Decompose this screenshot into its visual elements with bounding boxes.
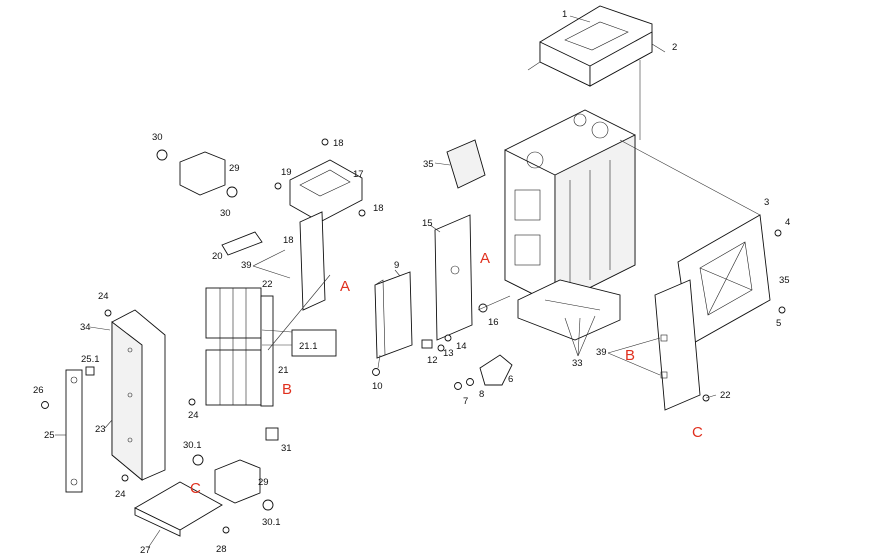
reference-letters: A A B B C C	[190, 250, 703, 497]
part-label-19: 19	[281, 167, 292, 178]
mounting-rail-part	[299, 211, 326, 311]
part-label-18a: 18	[333, 138, 344, 149]
part-label-18c: 18	[283, 235, 294, 246]
main-frame-assembly	[504, 109, 636, 341]
part-label-22b: 22	[720, 390, 731, 401]
part-label-25: 25	[44, 430, 55, 441]
housing-part	[104, 309, 196, 482]
part-label-34: 34	[80, 322, 91, 333]
part-label-23: 23	[95, 424, 106, 435]
part-label-31: 31	[281, 443, 292, 454]
part-label-6: 6	[508, 374, 513, 385]
part-label-10: 10	[372, 381, 383, 392]
leader-lines	[55, 249, 717, 549]
part-label-9: 9	[394, 260, 399, 271]
fastener-group	[372, 295, 511, 390]
ref-letter-a-center: A	[480, 250, 490, 267]
ref-letter-a-left: A	[340, 278, 350, 295]
small-bracket-part	[221, 231, 263, 256]
part-label-21: 21	[278, 365, 289, 376]
part-label-8: 8	[479, 389, 484, 400]
part-label-3: 3	[764, 197, 769, 208]
part-label-16: 16	[488, 317, 499, 328]
part-label-7: 7	[463, 396, 468, 407]
part-label-30a: 30	[152, 132, 163, 143]
back-plate-part	[619, 139, 771, 346]
side-bracket-part	[374, 269, 413, 369]
cover-tray-part	[134, 481, 230, 537]
part-label-27: 27	[140, 545, 151, 556]
part-label-22a: 22	[262, 279, 273, 290]
side-panel-c-part	[654, 279, 710, 411]
part-label-17: 17	[353, 169, 364, 180]
ref-letter-c-right: C	[692, 424, 703, 441]
part-label-1: 1	[562, 9, 567, 20]
part-label-39a: 39	[241, 260, 252, 271]
relay-block-part	[205, 274, 331, 441]
part-label-29a: 29	[229, 163, 240, 174]
part-label-30-1a: 30.1	[183, 440, 202, 451]
insulation-plate-part	[429, 214, 473, 341]
part-label-28: 28	[216, 544, 227, 555]
part-label-39b: 39	[596, 347, 607, 358]
part-label-26: 26	[33, 385, 44, 396]
part-label-15: 15	[422, 218, 433, 229]
ref-letter-c-left: C	[190, 480, 201, 497]
part-label-33: 33	[572, 358, 583, 369]
part-label-35b: 35	[779, 275, 790, 286]
part-label-4: 4	[785, 217, 790, 228]
terminal-block-top-part	[156, 149, 238, 198]
busbar-part	[41, 366, 95, 493]
part-label-21-1: 21.1	[299, 341, 318, 352]
part-label-35a: 35	[423, 159, 434, 170]
top-cover-part	[527, 5, 653, 140]
part-label-5: 5	[776, 318, 781, 329]
ref-letter-b-right: B	[625, 347, 635, 364]
part-label-18b: 18	[373, 203, 384, 214]
label-sheet-part	[434, 139, 486, 189]
part-label-24c: 24	[115, 489, 126, 500]
terminal-block-bottom-part	[192, 454, 274, 511]
part-label-14: 14	[456, 341, 467, 352]
part-label-24b: 24	[188, 410, 199, 421]
part-label-29b: 29	[258, 477, 269, 488]
part-label-30-1b: 30.1	[262, 517, 281, 528]
part-label-2: 2	[672, 42, 677, 53]
bottom-bracket-part	[479, 354, 513, 386]
detail-box-part	[261, 329, 337, 357]
part-label-20: 20	[212, 251, 223, 262]
part-label-25-1: 25.1	[81, 354, 100, 365]
part-label-13: 13	[443, 348, 454, 359]
ref-letter-b-left: B	[282, 381, 292, 398]
part-label-30b: 30	[220, 208, 231, 219]
upper-bracket-part	[274, 138, 366, 223]
part-number-labels: 1 2 3 4 5 6 7 8 9 10 12 13 14 15 16 17 1…	[33, 9, 790, 556]
part-label-24a: 24	[98, 291, 109, 302]
part-label-12: 12	[427, 355, 438, 366]
